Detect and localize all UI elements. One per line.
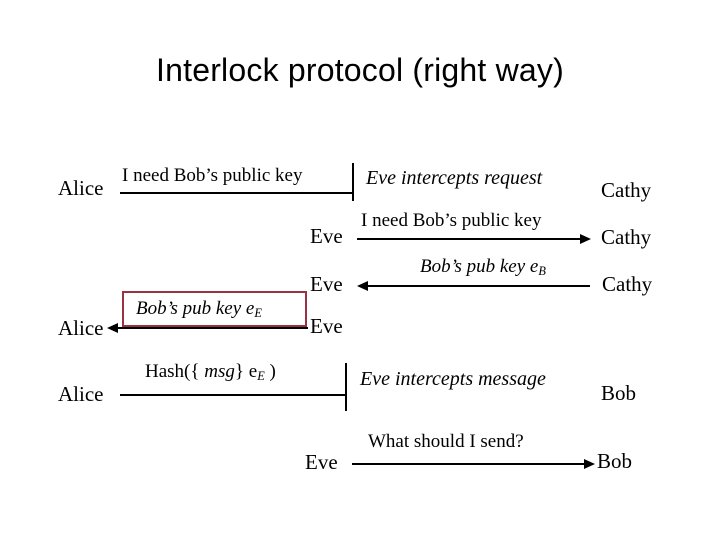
message-text-step5-msg: msg — [204, 361, 235, 382]
message-subscript-step3: B — [538, 264, 546, 279]
arrowhead-left-step3 — [357, 281, 368, 291]
actor-bob-step6: Bob — [597, 449, 633, 473]
actor-eve-step4: Eve — [310, 314, 343, 338]
note-eve-intercepts-request: Eve intercepts request — [366, 167, 543, 189]
actor-bob-step5: Bob — [601, 381, 637, 405]
actor-eve-step3: Eve — [310, 272, 343, 296]
message-line-step1 — [120, 192, 352, 194]
page-title: Interlock protocol (right way) — [156, 52, 564, 88]
actor-eve-step6: Eve — [305, 450, 338, 474]
message-text-step4: Bob’s pub key e — [136, 298, 255, 319]
actor-cathy-step2: Cathy — [601, 225, 652, 249]
arrowhead-left-step4 — [107, 323, 118, 333]
message-text-step3: Bob’s pub key e — [420, 256, 539, 277]
message-text-step5-b: } e — [234, 361, 258, 382]
message-subscript-step5: E — [257, 369, 265, 384]
message-subscript-step4: E — [254, 306, 262, 321]
actor-eve-step2: Eve — [310, 224, 343, 248]
interception-bar-step5 — [345, 363, 347, 411]
highlight-box-forged-key — [122, 291, 307, 327]
message-arrow-line-step4 — [118, 327, 308, 329]
actor-alice-step1: Alice — [58, 176, 104, 200]
actor-alice-step5: Alice — [58, 382, 104, 406]
actor-cathy-step1: Cathy — [601, 178, 652, 202]
message-label-step4: Bob’s pub key eE — [136, 299, 262, 319]
message-label-step5: Hash({ msg} eE ) — [145, 362, 276, 382]
actor-alice-step4: Alice — [58, 316, 104, 340]
message-line-step5 — [120, 394, 345, 396]
message-label-step1: I need Bob’s public key — [122, 165, 303, 186]
arrowhead-right-step6 — [584, 459, 595, 469]
note-eve-intercepts-message: Eve intercepts message — [360, 368, 546, 390]
message-text-step5-c: ) — [264, 361, 276, 382]
arrowhead-right-step2 — [580, 234, 591, 244]
message-label-step2: I need Bob’s public key — [361, 210, 542, 231]
message-arrow-line-step2 — [357, 238, 580, 240]
message-text-step5-a: Hash({ — [145, 361, 205, 382]
message-label-step3: Bob’s pub key eB — [420, 257, 546, 277]
actor-cathy-step3: Cathy — [602, 272, 653, 296]
message-label-step6: What should I send? — [368, 431, 524, 452]
interception-bar-step1 — [352, 163, 354, 201]
message-arrow-line-step6 — [352, 463, 584, 465]
message-arrow-line-step3 — [368, 285, 590, 287]
